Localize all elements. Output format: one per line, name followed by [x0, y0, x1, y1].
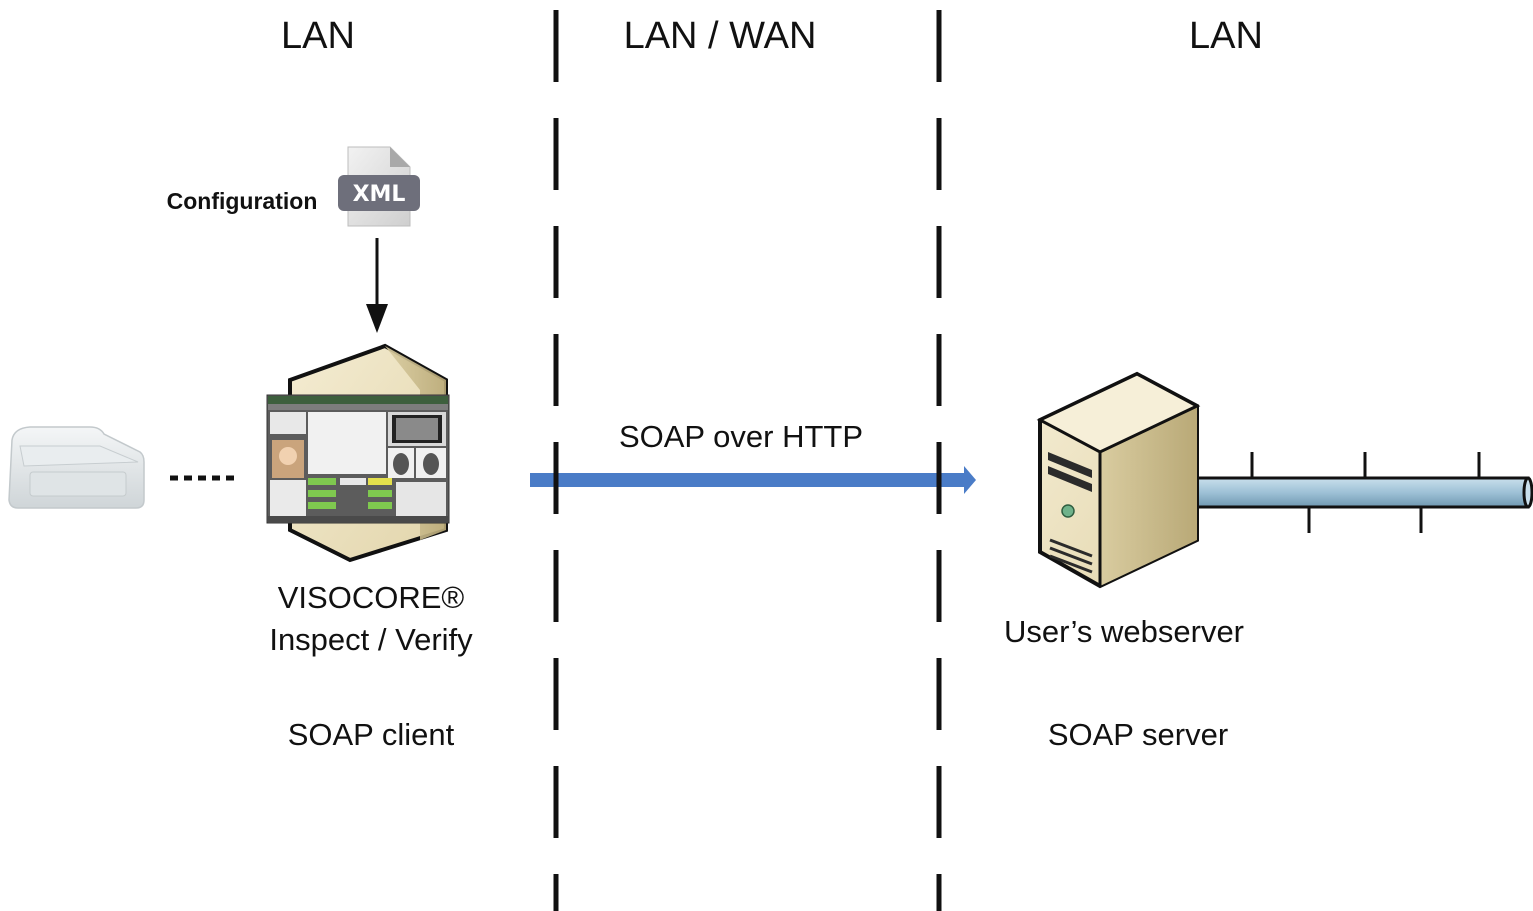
client-product-edition: Inspect / Verify — [269, 622, 473, 657]
xml-badge — [338, 175, 420, 211]
configuration-label: Configuration — [167, 188, 318, 214]
xml-file-icon: XML — [338, 146, 420, 227]
client-product-name: VISOCORE® — [278, 580, 465, 615]
connection-label: SOAP over HTTP — [619, 419, 863, 454]
zone-label-lan-wan: LAN / WAN — [624, 15, 817, 57]
server-tower-icon — [1036, 371, 1201, 589]
client-workstation-icon — [266, 343, 450, 563]
server-name-label: User’s webserver — [1004, 614, 1244, 649]
xml-badge-text: XML — [353, 182, 406, 207]
zone-label-right-lan: LAN — [1189, 15, 1263, 57]
server-role-label: SOAP server — [1048, 717, 1228, 752]
zone-label-left-lan: LAN — [281, 15, 355, 57]
network-bus-icon — [1188, 452, 1533, 533]
document-reader-device-icon — [8, 426, 145, 509]
config-arrow — [366, 238, 388, 333]
application-screenshot — [266, 394, 450, 524]
client-role-label: SOAP client — [288, 717, 455, 752]
soap-http-arrow — [530, 466, 976, 494]
